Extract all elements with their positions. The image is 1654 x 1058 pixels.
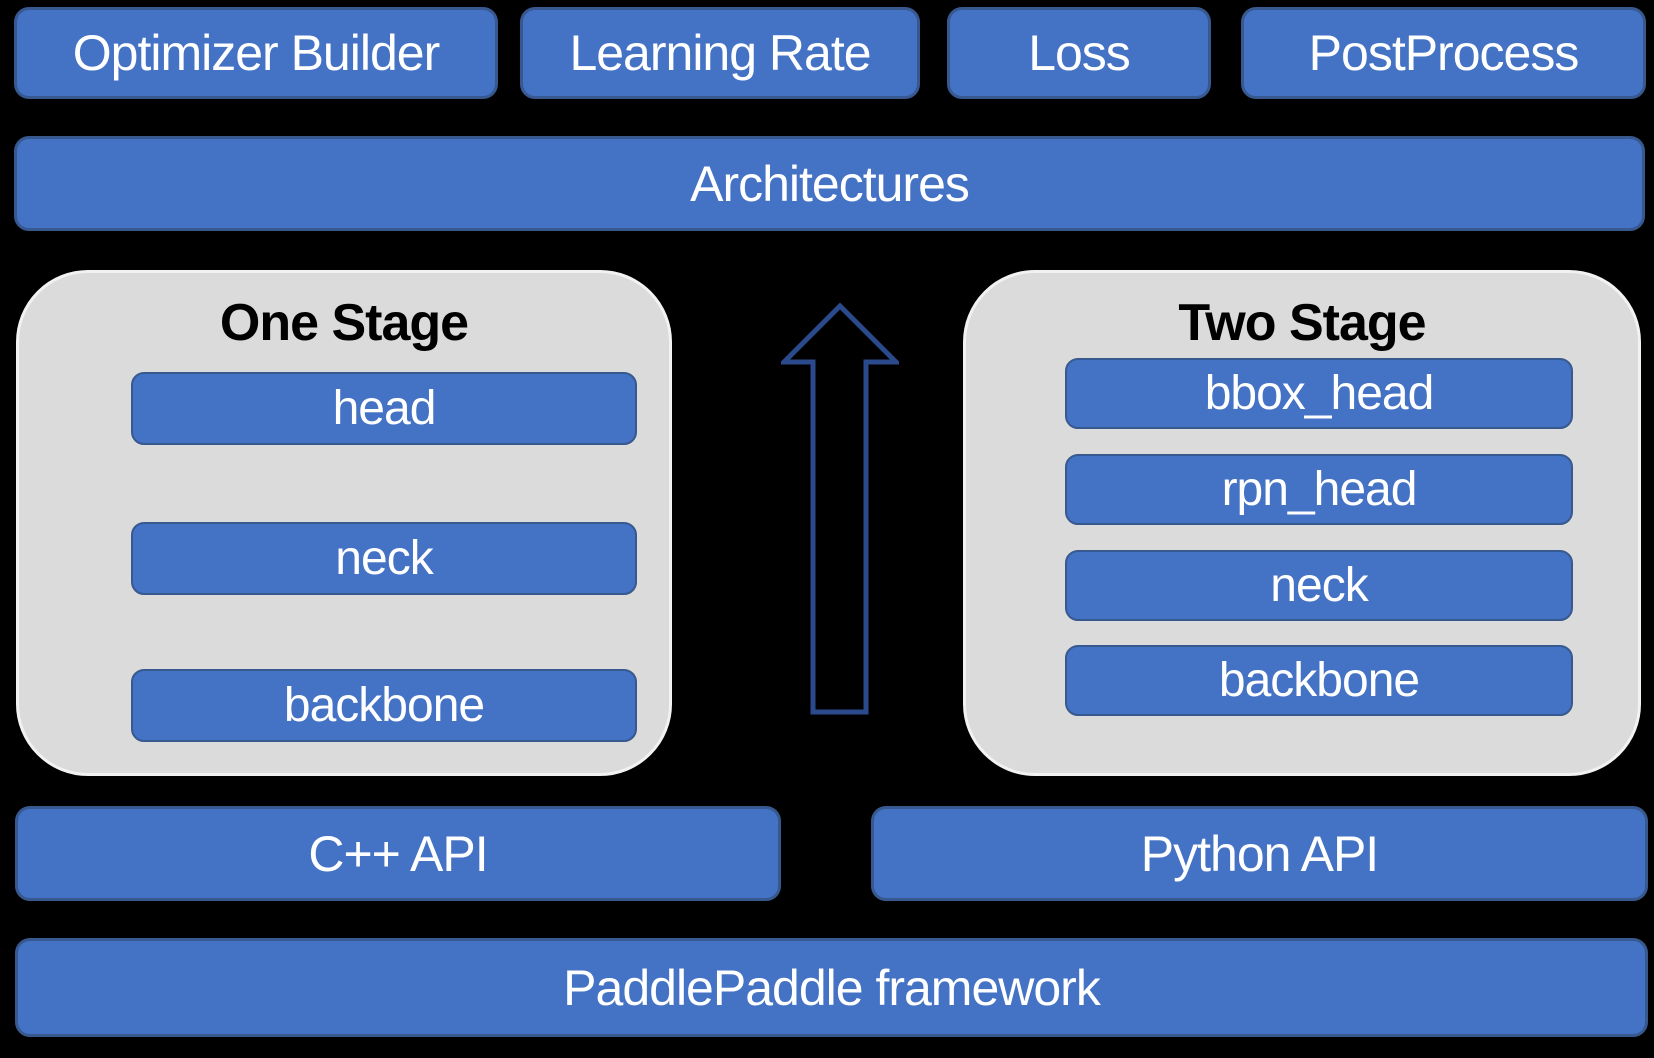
node-two-stage-backbone: backbone: [1065, 645, 1573, 716]
group-one-stage: One Stage head neck backbone: [16, 270, 672, 776]
up-arrow-outline: [781, 303, 899, 715]
node-python-api: Python API: [871, 806, 1648, 901]
node-optimizer-builder: Optimizer Builder: [14, 7, 498, 99]
node-two-stage-bbox-head: bbox_head: [1065, 358, 1573, 429]
node-paddlepaddle-framework: PaddlePaddle framework: [15, 938, 1648, 1037]
group-two-stage: Two Stage bbox_head rpn_head neck backbo…: [963, 270, 1641, 776]
node-postprocess: PostProcess: [1241, 7, 1646, 99]
node-learning-rate: Learning Rate: [520, 7, 920, 99]
node-architectures: Architectures: [14, 136, 1645, 231]
node-two-stage-neck: neck: [1065, 550, 1573, 621]
node-one-stage-backbone: backbone: [131, 669, 637, 742]
node-loss: Loss: [947, 7, 1211, 99]
group-title-one-stage: One Stage: [219, 294, 469, 352]
node-one-stage-head: head: [131, 372, 637, 445]
up-arrow-icon: [781, 303, 899, 715]
node-cpp-api: C++ API: [15, 806, 781, 901]
node-two-stage-rpn-head: rpn_head: [1065, 454, 1573, 525]
node-one-stage-neck: neck: [131, 522, 637, 595]
group-title-two-stage: Two Stage: [1178, 294, 1426, 352]
